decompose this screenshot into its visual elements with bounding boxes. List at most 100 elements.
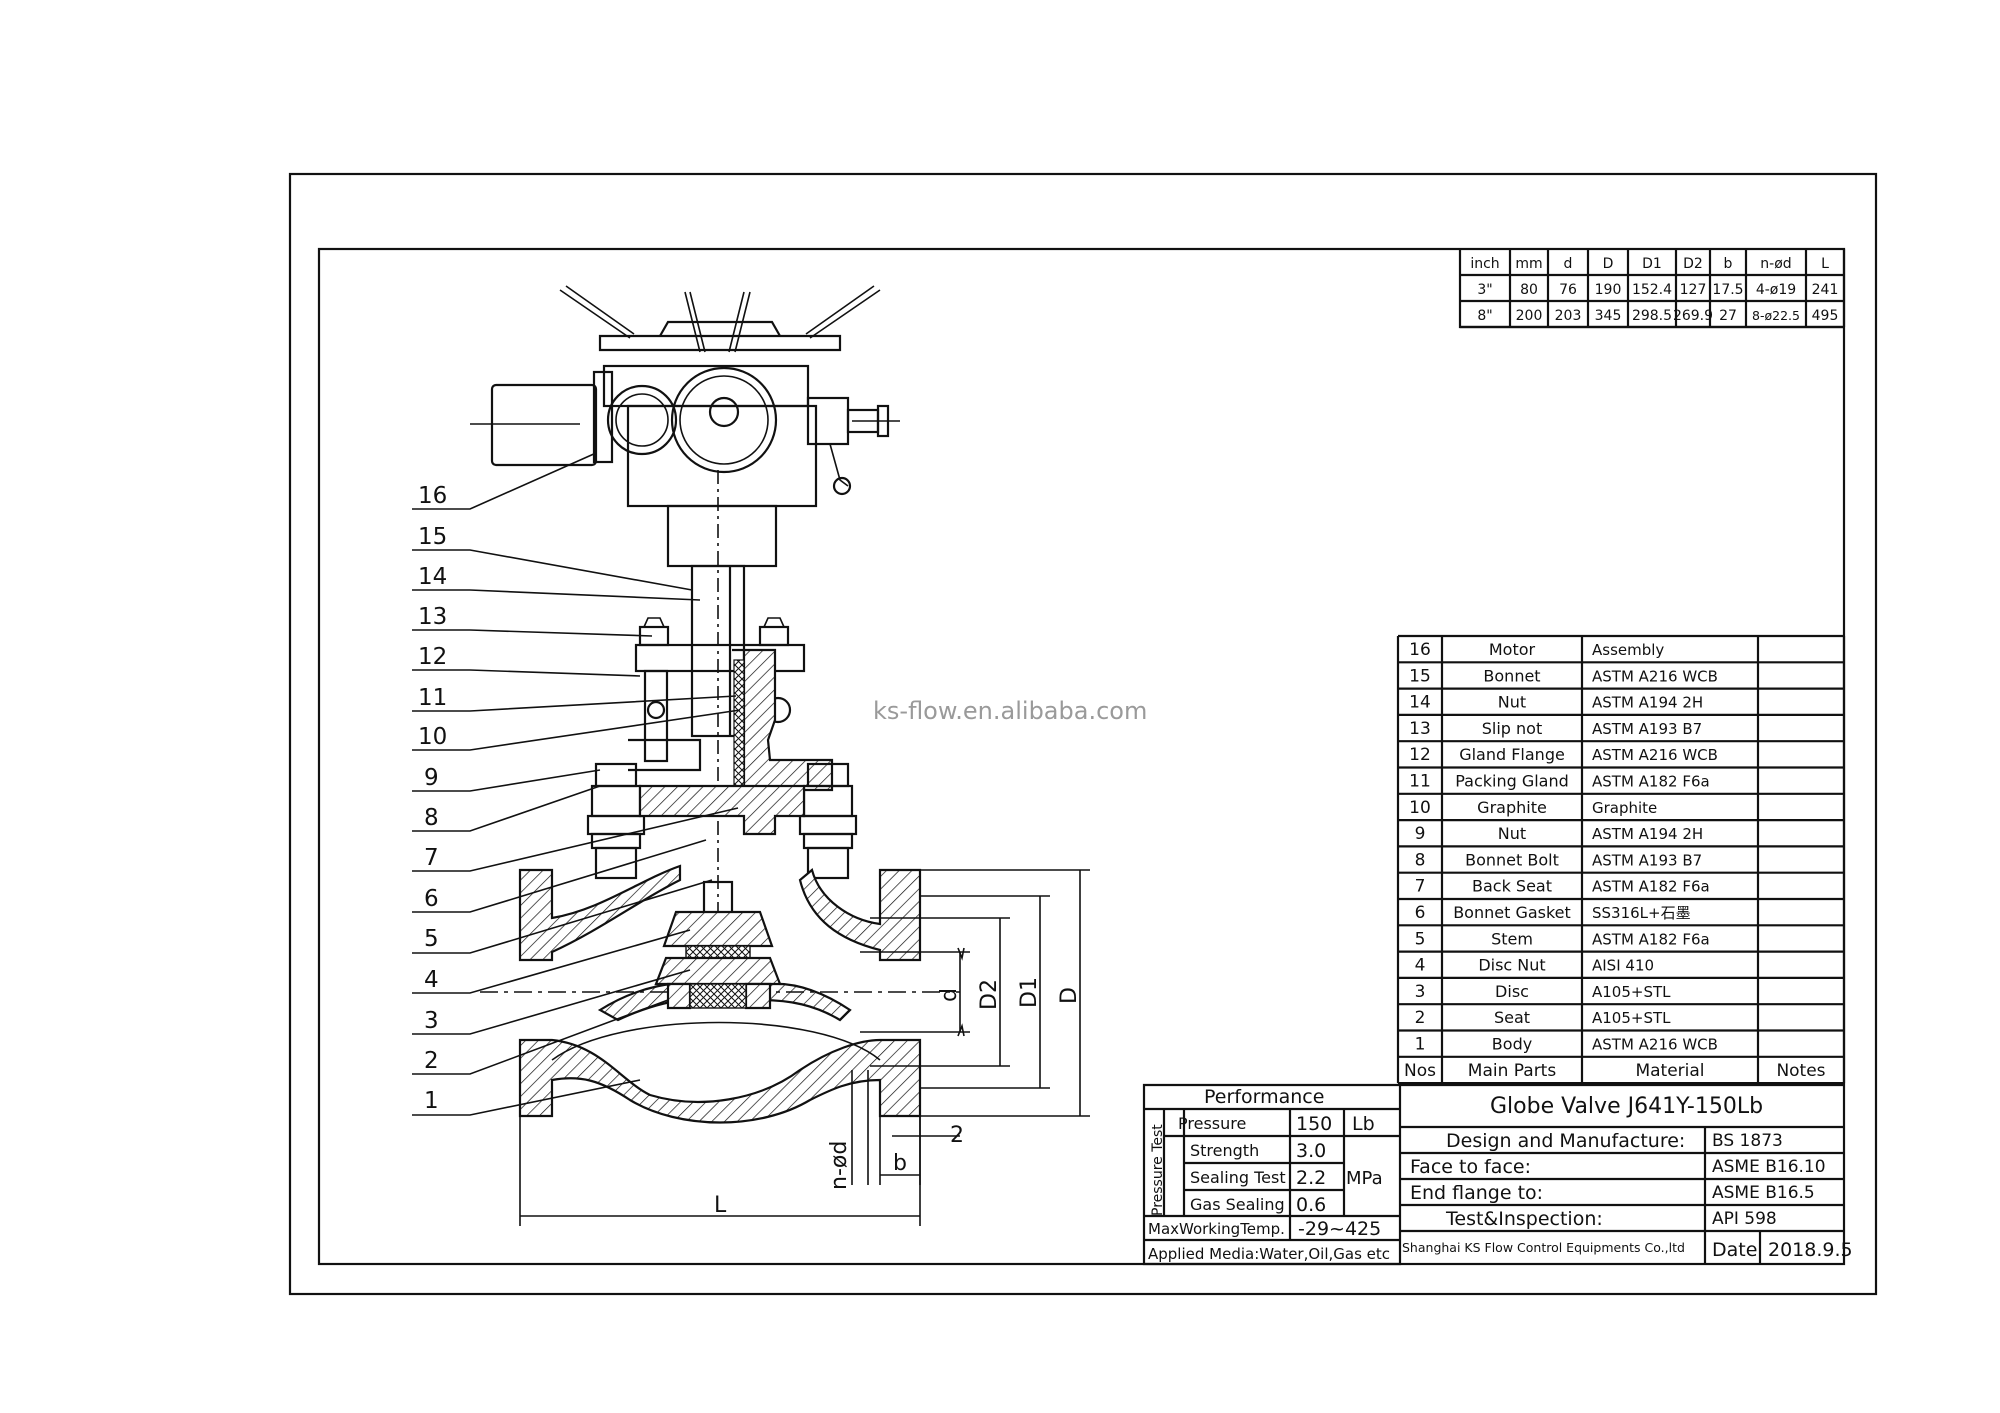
parts-table-cell: 3 <box>1415 982 1426 1002</box>
parts-table-cell: ASTM A194 2H <box>1592 694 1703 712</box>
sealing-test-label: Sealing Test <box>1190 1168 1286 1187</box>
face-to-face-label: Face to face: <box>1410 1156 1531 1178</box>
parts-table-cell: Packing Gland <box>1455 772 1569 791</box>
parts-table-cell: ASTM A194 2H <box>1592 825 1703 843</box>
parts-table-cell: Gland Flange <box>1459 745 1565 764</box>
parts-table-cell: 12 <box>1409 745 1431 765</box>
dim-table-cell: 27 <box>1719 308 1737 324</box>
callout-10: 10 <box>418 724 447 750</box>
parts-table-header: Notes <box>1776 1061 1825 1081</box>
dim-table-cell: inch <box>1470 256 1499 272</box>
dim-table-cell: 8" <box>1477 308 1492 324</box>
callout-14: 14 <box>418 564 447 590</box>
disc-assembly <box>654 880 782 1010</box>
dim-label-D1: D1 <box>1017 977 1042 1008</box>
dim-table-cell: 17.5 <box>1712 282 1743 298</box>
callout-numbers: 16 15 14 13 12 11 10 9 8 7 6 5 4 3 2 1 <box>418 483 447 1114</box>
dim-table-cell: 190 <box>1595 282 1622 298</box>
gas-sealing-value: 0.6 <box>1296 1194 1326 1216</box>
parts-table-cell: ASTM A216 WCB <box>1592 1036 1718 1054</box>
parts-table-cell: 1 <box>1415 1035 1426 1055</box>
parts-table-cell: Disc Nut <box>1478 956 1545 975</box>
date-value: 2018.9.5 <box>1768 1239 1853 1261</box>
parts-table-cell: ASTM A193 B7 <box>1592 851 1702 869</box>
gas-sealing-label: Gas Sealing <box>1190 1195 1285 1214</box>
dim-table-cell: 203 <box>1555 308 1582 324</box>
dim-table-cell: d <box>1564 256 1573 272</box>
design-label: Design and Manufacture: <box>1446 1130 1685 1152</box>
dim-label-D2: D2 <box>977 979 1002 1010</box>
parts-table-cell: Bonnet <box>1483 666 1540 685</box>
valve-title: Globe Valve J641Y-150Lb <box>1490 1094 1763 1119</box>
parts-table-cell: Slip not <box>1482 719 1543 738</box>
strength-label: Strength <box>1190 1141 1259 1160</box>
dim-table-cell: D2 <box>1683 256 1703 272</box>
parts-table-cell: 9 <box>1415 824 1426 844</box>
date-label: Date <box>1712 1239 1757 1261</box>
parts-table-cell: 2 <box>1415 1008 1426 1028</box>
parts-table-cell: 16 <box>1409 640 1431 660</box>
parts-table-cell: Bonnet Gasket <box>1453 903 1571 922</box>
parts-table-cell: Nut <box>1498 693 1526 712</box>
performance-block: Performance Pressure Test Pressure 150 L… <box>1142 1083 1402 1266</box>
callout-6: 6 <box>424 886 439 912</box>
dim-table-cell: 127 <box>1680 282 1707 298</box>
parts-table-cell: Nut <box>1498 824 1526 843</box>
dimension-lines <box>519 869 1090 1226</box>
pressure-unit: Lb <box>1352 1113 1375 1135</box>
parts-table-cell: Stem <box>1491 929 1533 948</box>
parts-table-cell: Back Seat <box>1472 877 1552 896</box>
dim-table-cell: D1 <box>1642 256 1662 272</box>
parts-table-header: Main Parts <box>1468 1061 1557 1081</box>
test-inspection-label: Test&Inspection: <box>1445 1208 1603 1230</box>
dim-table-cell: L <box>1821 256 1829 272</box>
dimension-labels: d D2 D1 D L n-ød b 2 <box>714 977 1082 1218</box>
callout-3: 3 <box>424 1008 439 1034</box>
parts-table-cell: ASTM A182 F6a <box>1592 878 1710 896</box>
callout-5: 5 <box>424 926 439 952</box>
parts-table-cell: A105+STL <box>1592 1009 1671 1027</box>
dim-table-cell: n-ød <box>1760 256 1791 272</box>
sealing-test-value: 2.2 <box>1296 1167 1326 1189</box>
dim-table-cell: 4-ø19 <box>1756 282 1796 298</box>
applied-media: Applied Media:Water,Oil,Gas etc <box>1148 1245 1390 1263</box>
face-to-face-value: ASME B16.10 <box>1712 1157 1826 1177</box>
callout-16: 16 <box>418 483 447 509</box>
parts-table-cell: ASTM A182 F6a <box>1592 930 1710 948</box>
handwheel <box>559 285 881 353</box>
callout-8: 8 <box>424 805 439 831</box>
parts-table-cell: Body <box>1492 1035 1532 1054</box>
dim-table-cell: 269.9 <box>1673 308 1713 324</box>
parts-table-cell: 14 <box>1409 693 1431 713</box>
dim-label-2: 2 <box>950 1123 964 1148</box>
dim-table-cell: 241 <box>1812 282 1839 298</box>
callout-9: 9 <box>424 765 439 791</box>
callout-12: 12 <box>418 644 447 670</box>
company-name: Shanghai KS Flow Control Equipments Co.,… <box>1402 1240 1685 1255</box>
bonnet-flange <box>586 762 858 880</box>
parts-table-cell: 4 <box>1415 956 1426 976</box>
outer-border <box>288 172 1878 1296</box>
callout-11: 11 <box>418 685 447 711</box>
parts-table-header: Nos <box>1404 1061 1436 1081</box>
parts-table-cell: 11 <box>1409 772 1431 792</box>
callout-2: 2 <box>424 1048 439 1074</box>
parts-table-cell: 6 <box>1415 903 1426 923</box>
parts-table-cell: Bonnet Bolt <box>1465 850 1559 869</box>
dim-table-cell: b <box>1724 256 1733 272</box>
mpa-unit: MPa <box>1346 1168 1383 1189</box>
electric-actuator <box>470 364 900 568</box>
parts-table-cell: ASTM A216 WCB <box>1592 667 1718 685</box>
parts-table-cell: 5 <box>1415 929 1426 949</box>
end-flange-label: End flange to: <box>1410 1182 1543 1204</box>
dim-label-b: b <box>893 1151 907 1176</box>
dim-table-cell: 3" <box>1477 282 1492 298</box>
pressure-label: Pressure <box>1178 1114 1246 1133</box>
parts-table-cell: Graphite <box>1477 798 1547 817</box>
test-inspection-value: API 598 <box>1712 1209 1777 1229</box>
parts-table-cell: 7 <box>1415 877 1426 897</box>
dim-table-cell: 8-ø22.5 <box>1752 308 1800 323</box>
dim-table-cell: 495 <box>1812 308 1839 324</box>
